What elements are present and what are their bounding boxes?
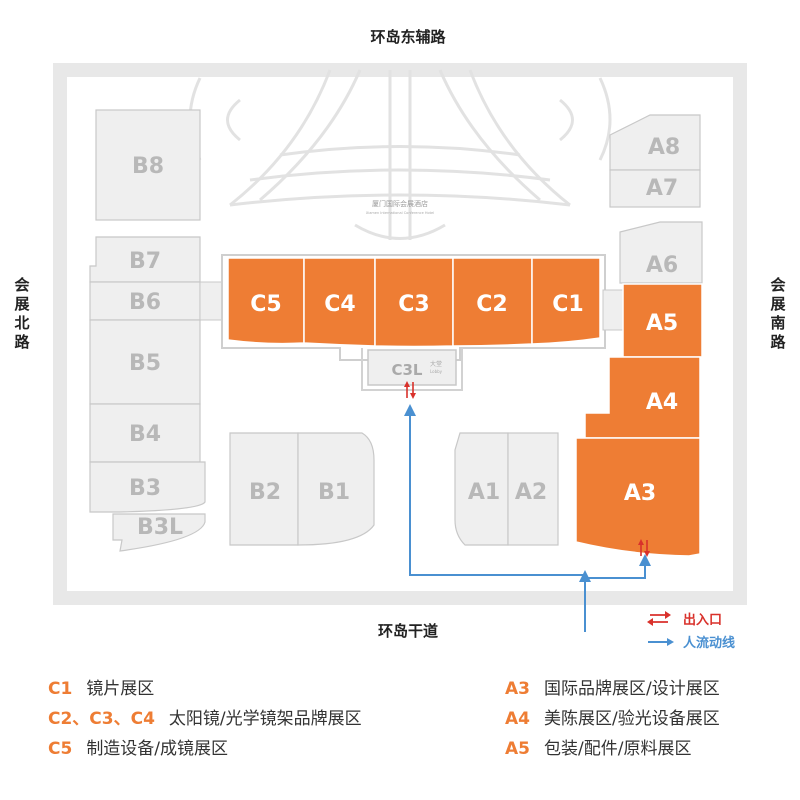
hall-c-row <box>227 257 601 348</box>
connector-c1-a5 <box>602 289 626 331</box>
svg-text:展: 展 <box>770 295 785 313</box>
hall-a6[interactable] <box>619 221 703 284</box>
svg-text:会: 会 <box>770 276 785 294</box>
label-c1: C1 <box>552 292 583 317</box>
label-c2: C2 <box>476 292 507 317</box>
flow-arrowheads <box>404 404 651 582</box>
zone-legend-item: C2、C3、C4 太阳镜/光学镜架品牌展区 <box>48 704 362 729</box>
road-north-label: 环岛东辅路 <box>370 28 446 46</box>
label-b1: B1 <box>318 480 350 505</box>
road-outline <box>53 63 747 605</box>
label-b6: B6 <box>129 290 161 315</box>
label-b7: B7 <box>129 249 161 274</box>
label-a5: A5 <box>646 311 678 336</box>
hall-a5[interactable] <box>622 283 703 358</box>
hall-c1[interactable] <box>531 257 601 345</box>
zone-legend-item: C1 镜片展区 <box>48 674 154 699</box>
hotel-plaza <box>188 69 612 240</box>
label-b3: B3 <box>129 476 161 501</box>
connector-c5 <box>199 281 223 321</box>
flow-key-icon <box>648 638 674 646</box>
svg-text:路: 路 <box>770 333 786 351</box>
label-a4: A4 <box>646 390 678 415</box>
label-b5: B5 <box>129 351 161 376</box>
label-a8: A8 <box>648 135 680 160</box>
hall-c3l-border <box>361 348 463 391</box>
label-b2: B2 <box>249 480 281 505</box>
hall-b6[interactable] <box>89 281 201 321</box>
hall-b8[interactable] <box>95 109 201 221</box>
hall-a2[interactable] <box>507 432 559 546</box>
svg-text:展: 展 <box>14 295 29 313</box>
label-b8: B8 <box>132 154 164 179</box>
road-south-label: 环岛干道 <box>378 622 438 640</box>
hall-b3l[interactable] <box>112 513 206 552</box>
hall-c3l[interactable] <box>367 349 457 386</box>
flow-key-label: 人流动线 <box>683 635 735 651</box>
c-row-frame <box>221 254 606 361</box>
zone-desc: 制造设备/成镜展区 <box>86 739 229 759</box>
entrance-key-icon <box>647 611 671 626</box>
zone-code: A4 <box>505 709 530 729</box>
svg-text:南: 南 <box>770 314 785 332</box>
zone-desc: 镜片展区 <box>86 679 155 699</box>
label-c5: C5 <box>250 292 281 317</box>
zone-legend-item: A4 美陈展区/验光设备展区 <box>505 704 720 729</box>
label-c3: C3 <box>398 292 429 317</box>
entrance-icon-c3l <box>404 381 416 399</box>
zone-legend-item: A3 国际品牌展区/设计展区 <box>505 674 720 699</box>
hall-a-orange <box>575 283 703 557</box>
zone-code: C1 <box>48 679 73 699</box>
flow-route <box>409 412 646 632</box>
hall-a8[interactable] <box>609 114 701 171</box>
hall-b1[interactable] <box>297 432 375 546</box>
entrance-key-label: 出入口 <box>683 612 722 628</box>
zone-desc: 包装/配件/原料展区 <box>544 739 692 759</box>
label-c4: C4 <box>324 292 355 317</box>
hall-a4[interactable] <box>584 356 701 439</box>
label-a3: A3 <box>624 481 656 506</box>
hall-a1[interactable] <box>454 432 509 546</box>
hall-a7[interactable] <box>609 169 701 208</box>
label-a6: A6 <box>646 253 678 278</box>
zone-desc: 太阳镜/光学镜架品牌展区 <box>168 709 362 729</box>
zone-code: C2、C3、C4 <box>48 709 155 729</box>
zone-code: A3 <box>505 679 530 699</box>
hall-a-column <box>609 114 703 284</box>
road-east-label: 会 展 南 路 <box>770 276 786 351</box>
entrance-icon-a3 <box>638 539 650 557</box>
svg-text:北: 北 <box>14 314 29 332</box>
label-b4: B4 <box>129 422 161 447</box>
label-a7: A7 <box>646 176 678 201</box>
label-c3l: C3L <box>391 361 422 379</box>
zone-legend-item: C5 制造设备/成镜展区 <box>48 734 228 759</box>
hall-b-column <box>89 109 206 552</box>
hotel-sign-en: Xiamen International Conference Hotel <box>366 211 434 215</box>
hall-b3[interactable] <box>89 461 206 513</box>
zone-code: A5 <box>505 739 530 759</box>
label-a1: A1 <box>468 480 500 505</box>
hotel-sign: 厦门国际会展酒店 <box>372 199 428 208</box>
hall-b4[interactable] <box>89 403 201 463</box>
label-b3l: B3L <box>137 515 183 540</box>
hall-b5[interactable] <box>89 319 201 405</box>
zone-legend-item: A5 包装/配件/原料展区 <box>505 734 691 759</box>
label-a2: A2 <box>515 480 547 505</box>
zone-desc: 国际品牌展区/设计展区 <box>544 679 720 699</box>
zone-code: C5 <box>48 739 73 759</box>
label-c3l-note-en: Lobby <box>430 369 443 374</box>
zone-desc: 美陈展区/验光设备展区 <box>544 709 720 729</box>
svg-text:会: 会 <box>14 276 29 294</box>
road-west-label: 会 展 北 路 <box>14 276 30 351</box>
svg-text:路: 路 <box>14 333 30 351</box>
label-c3l-note: 大堂 <box>430 360 442 368</box>
